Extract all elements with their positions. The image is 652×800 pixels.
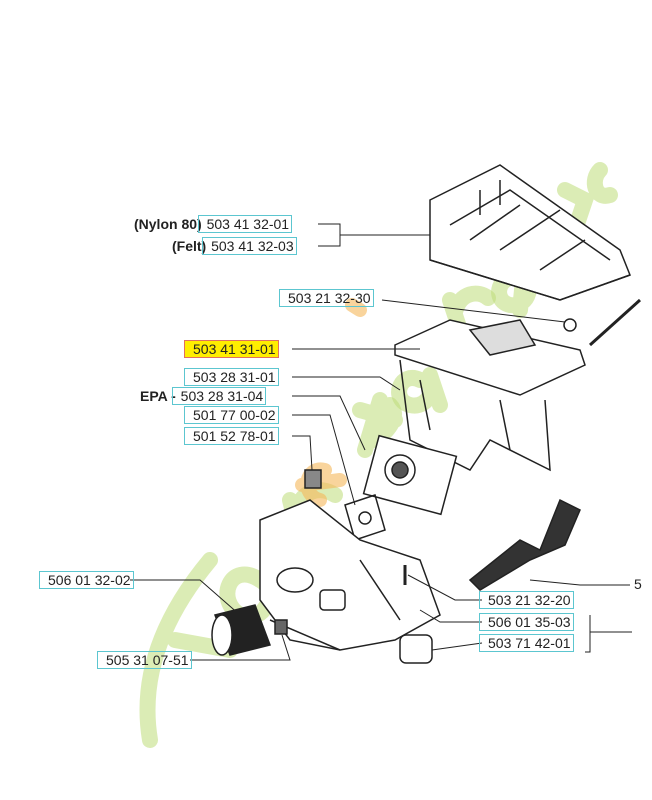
part-number-link[interactable]: 505 31 07-51 [97,651,192,669]
part-number-link[interactable]: 503 28 31-04 [171,387,267,405]
part-number-link[interactable]: 503 71 42-01 [479,634,574,652]
pin-drawing [274,619,288,635]
label-screw-top: 503 21 32-30 [279,289,374,307]
nut-drawing [304,469,322,489]
leader-lines [130,223,632,661]
part-number-link[interactable]: 503 21 32-30 [279,289,374,307]
label-pin: 505 31 07-51 [97,651,192,669]
material-note: (Felt) [172,238,207,254]
label-screw-bottom: 503 21 32-20 [479,591,574,609]
label-truncated: 5 [634,576,642,592]
lever-drawing [468,498,581,591]
label-carburetor: 503 28 31-01 [184,368,279,386]
rod-drawing [588,298,642,347]
label-nut: 501 52 78-01 [184,427,279,445]
part-number-link[interactable]: 503 41 32-03 [202,237,297,255]
label-gasket: 501 77 00-02 [184,406,279,424]
label-carburetor-epa: EPA - 503 28 31-04 [140,387,267,405]
label-intake: 506 01 35-03 [479,613,574,631]
label-plug: 503 71 42-01 [479,634,574,652]
part-number-link-highlighted[interactable]: 503 41 31-01 [184,340,279,358]
filter-holder-drawing [394,319,586,472]
label-air-filter-nylon: (Nylon 80) 503 41 32-01 [134,215,293,233]
part-number-link[interactable]: 501 77 00-02 [184,406,279,424]
carburetor-drawing [344,434,458,541]
screw-top-drawing [563,318,577,332]
label-sleeve: 506 01 32-02 [39,571,134,589]
plug-drawing [399,634,433,664]
label-air-filter-felt: (Felt) 503 41 32-03 [172,237,297,255]
part-number-link[interactable]: 503 41 32-01 [197,215,293,233]
part-number-link[interactable]: 506 01 35-03 [479,613,574,631]
part-number-link[interactable]: 503 28 31-01 [184,368,279,386]
part-number-link[interactable]: 503 21 32-20 [479,591,574,609]
label-filter-holder: 503 41 31-01 [184,340,279,358]
sleeve-drawing [211,604,271,656]
intake-body-drawing [259,499,441,651]
air-filter-drawing [429,164,631,301]
material-note: (Nylon 80) [134,216,202,232]
part-number-link[interactable]: 506 01 32-02 [39,571,134,589]
part-number-link[interactable]: 501 52 78-01 [184,427,279,445]
epa-note: EPA - [140,388,176,404]
